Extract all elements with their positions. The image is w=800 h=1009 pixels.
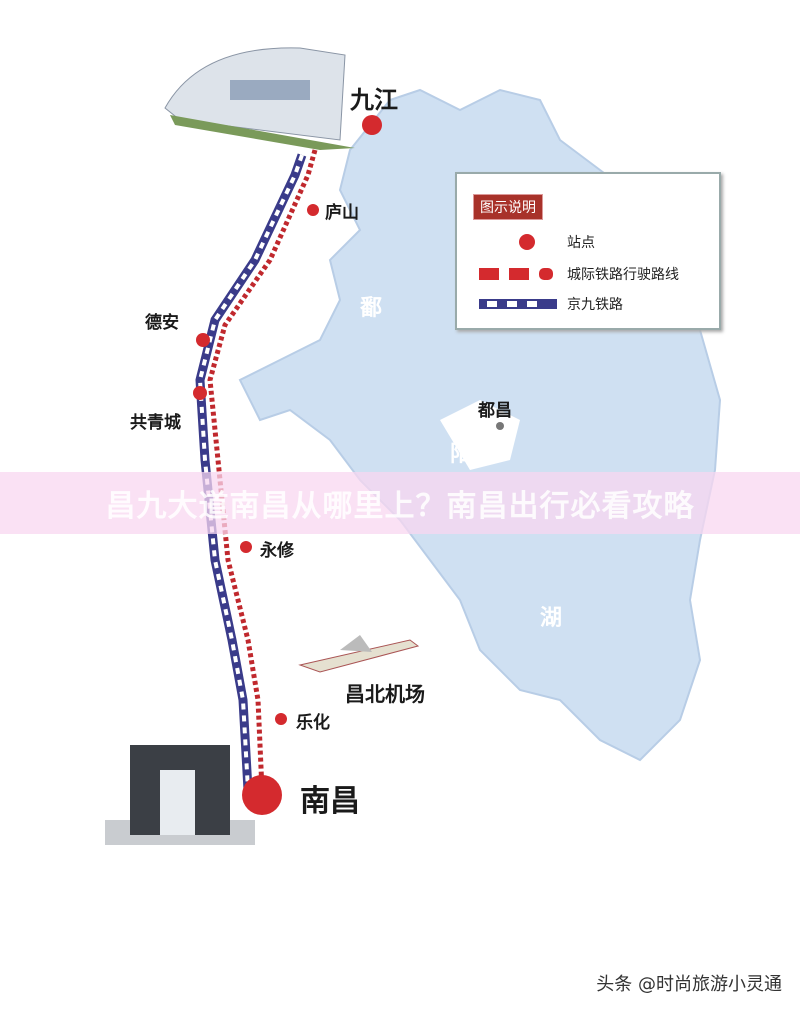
station-jiujiang: [362, 115, 382, 135]
place-duchang: [496, 422, 504, 430]
label-gongqingcheng: 共青城: [130, 413, 181, 433]
station-lehua: [275, 713, 287, 725]
jingjiu-railway-dashes: [197, 154, 304, 791]
label-nanchang: 南昌: [300, 784, 360, 819]
station-lushan: [307, 204, 319, 216]
station-yongxiu: [240, 541, 252, 553]
lake-label-hu: 湖: [540, 606, 563, 631]
label-yongxiu: 永修: [260, 541, 294, 561]
legend-title: 图示说明: [473, 194, 543, 220]
train-image: [164, 47, 355, 150]
airplane-icon: [298, 635, 420, 673]
title-banner: 昌九大道南昌从哪里上？南昌出行必看攻略: [0, 472, 800, 534]
label-lehua: 乐化: [296, 713, 330, 733]
station-gongqingcheng: [193, 386, 207, 400]
station-nanchang: [242, 775, 282, 815]
legend-jingjiu-icon: [479, 299, 557, 309]
banner-text: 昌九大道南昌从哪里上？南昌出行必看攻略: [105, 489, 695, 524]
label-jiujiang: 九江: [350, 86, 398, 114]
legend-item-intercity: 城际铁路行驶路线: [567, 267, 679, 283]
label-airport: 昌北机场: [345, 682, 425, 706]
legend: 图示说明 站点 城际铁路行驶路线 京九铁路: [455, 172, 721, 330]
lake-island: [440, 400, 520, 470]
lake-label-yang: 阳: [450, 442, 473, 467]
nanchang-building: [105, 745, 255, 845]
watermark: 头条 @时尚旅游小灵通: [596, 974, 782, 995]
legend-intercity-icon: [479, 268, 553, 280]
label-duchang: 都昌: [478, 401, 512, 421]
label-lushan: 庐山: [325, 203, 359, 223]
intercity-route: [207, 149, 318, 791]
label-dean: 德安: [145, 313, 179, 333]
legend-symbols: [479, 234, 557, 309]
station-dean: [196, 333, 210, 347]
lake-label-po: 鄱: [360, 296, 383, 321]
legend-item-station: 站点: [567, 235, 595, 251]
legend-station-icon: [519, 234, 535, 250]
legend-item-jingjiu: 京九铁路: [567, 297, 623, 313]
